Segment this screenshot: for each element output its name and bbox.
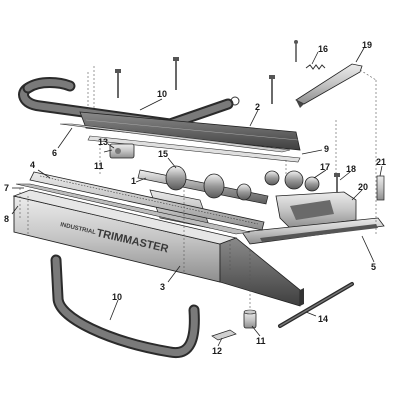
assembly-guides: [19, 66, 377, 310]
callout-16: 16: [318, 44, 328, 54]
callout-14: 14: [318, 314, 328, 324]
end-assembly-part-20: [275, 191, 357, 229]
base-extrusion-part-3: INDUSTRIAL TRIMMASTER: [12, 189, 304, 307]
handle-bottom-part-10: [50, 254, 200, 359]
bolt-top-left: [115, 69, 121, 98]
callout-6: 6: [52, 148, 57, 158]
callout-labels: 1 2 3 4 5 6 7 8 9 10 10 11 11 12 13 14 1…: [4, 40, 386, 356]
callout-17: 17: [320, 162, 330, 172]
rail-part-7: [15, 183, 251, 235]
knife-part-19: [295, 63, 363, 108]
callout-12: 12: [212, 346, 222, 356]
strip-part-6: [59, 123, 291, 153]
top-panel-part-2: [79, 111, 301, 151]
rod-part-14: [278, 282, 354, 328]
rollers-part-17: [264, 170, 320, 192]
callout-10-top: 10: [157, 89, 167, 99]
clip-part-12: [211, 329, 237, 341]
pin-part-21: [376, 175, 385, 201]
callout-19: 19: [362, 40, 372, 50]
rail-extension-part-5: [241, 217, 385, 245]
bolt-top-right: [269, 75, 275, 104]
leader-lines: [11, 47, 383, 347]
callout-3: 3: [160, 282, 165, 292]
bracket-part-13: [109, 143, 135, 159]
callout-11-top: 11: [94, 161, 104, 171]
callout-4: 4: [30, 160, 35, 170]
callout-7: 7: [4, 183, 9, 193]
callout-10-bottom: 10: [112, 292, 122, 302]
rail-part-4: [29, 171, 265, 231]
callout-11-bottom: 11: [256, 336, 266, 346]
bolt-top-mid: [173, 57, 179, 90]
callout-15: 15: [158, 149, 168, 159]
handle-top-part-10: [18, 77, 240, 130]
callout-13: 13: [98, 137, 108, 147]
callout-21: 21: [376, 157, 386, 167]
callout-5: 5: [371, 262, 376, 272]
callout-2: 2: [255, 102, 260, 112]
callout-18: 18: [346, 164, 356, 174]
spring-part-16: [294, 40, 326, 70]
callout-1: 1: [131, 176, 136, 186]
callout-20: 20: [358, 182, 368, 192]
knob-part-11: [243, 309, 257, 329]
callout-8: 8: [4, 214, 9, 224]
screw-part-18: [334, 173, 340, 192]
strip-part-9: [87, 135, 301, 163]
callout-9: 9: [324, 144, 329, 154]
